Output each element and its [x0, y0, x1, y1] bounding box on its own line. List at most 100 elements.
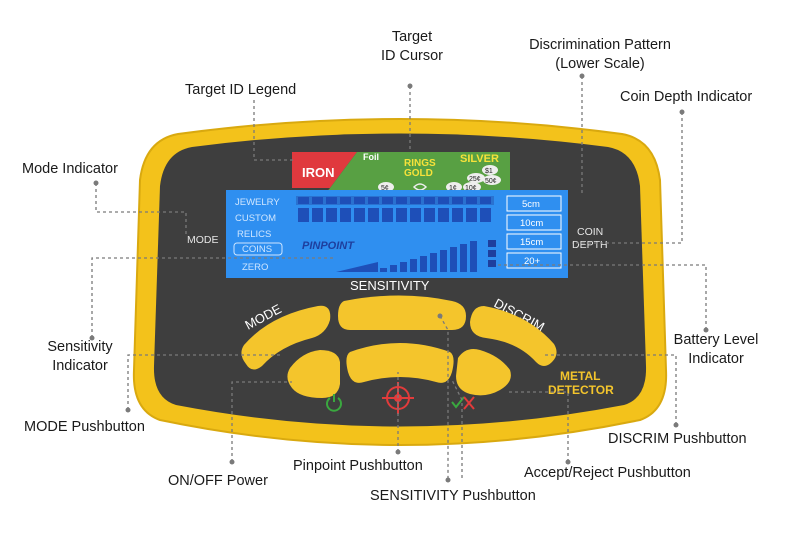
- callout-target-id-cursor: Target ID Cursor: [380, 29, 444, 64]
- discrim-segment-top: [326, 197, 337, 204]
- callout-accept-reject-pushbutton: Accept/Reject Pushbutton: [524, 465, 691, 481]
- iron-text: IRON: [302, 165, 335, 180]
- sensitivity-bar: [470, 241, 477, 272]
- discrim-segment-top: [298, 197, 309, 204]
- discrim-button[interactable]: [470, 306, 557, 366]
- mode-relics: RELICS: [237, 229, 271, 240]
- coin-marker-25c: [467, 173, 485, 183]
- discrim-segment-top: [410, 197, 421, 204]
- discrimination-segments: [296, 196, 494, 205]
- sensitivity-bar: [400, 262, 407, 272]
- sensitivity-wedge: [336, 262, 378, 272]
- callout-coin-depth-indicator: Coin Depth Indicator: [620, 89, 753, 105]
- brand-metal: METAL: [560, 369, 600, 383]
- leader-mode-indicator: [95, 183, 187, 236]
- callout-pinpoint-pushbutton: Pinpoint Pushbutton: [293, 458, 423, 474]
- leader-sensitivity: [91, 257, 336, 338]
- coin-label-1d: $1: [485, 168, 493, 175]
- sensitivity-bar: [450, 247, 457, 272]
- silver-text: SILVER: [460, 153, 499, 165]
- pinpoint-text: PINPOINT: [302, 240, 355, 252]
- coin-marker-1c: [446, 182, 462, 192]
- depth-5cm: 5cm: [522, 199, 540, 210]
- mode-jewelry: JEWELRY: [235, 197, 280, 208]
- battery-indicator: [488, 240, 496, 267]
- depth-box-5cm: [506, 195, 562, 212]
- depth-box-10cm: [506, 214, 562, 231]
- coin-depth-label-2: DEPTH: [572, 239, 608, 251]
- mode-indicator-label: MODE: [187, 234, 219, 246]
- power-icon: [326, 394, 342, 412]
- sensitivity-button[interactable]: [338, 295, 466, 331]
- discrim-segment: [466, 208, 477, 222]
- depth-15cm: 15cm: [520, 237, 543, 248]
- sensitivity-bar: [460, 244, 467, 272]
- discrim-segment-top: [354, 197, 365, 204]
- depth-20: 20+: [524, 256, 541, 267]
- leader-coin-depth: [572, 112, 683, 244]
- callout-onoff-power: ON/OFF Power: [168, 473, 268, 489]
- pinpoint-button[interactable]: [346, 343, 454, 383]
- power-button[interactable]: [287, 350, 340, 398]
- leader-sensitivity-button: [439, 315, 449, 480]
- callout-sensitivity-pushbutton: SENSITIVITY Pushbutton: [370, 488, 536, 504]
- callout-discrimination-pattern: Discrimination Pattern (Lower Scale): [529, 37, 671, 72]
- coin-label-5c: 5¢: [381, 185, 389, 192]
- sensitivity-panel-label: SENSITIVITY: [350, 278, 430, 293]
- discrim-segment: [452, 208, 463, 222]
- discrim-segment: [354, 208, 365, 222]
- mode-button[interactable]: [241, 305, 331, 370]
- discrim-segment: [312, 208, 323, 222]
- discrim-segment: [298, 208, 309, 222]
- depth-box-15cm: [506, 233, 562, 250]
- discrim-segment-top: [396, 197, 407, 204]
- mode-custom: CUSTOM: [235, 213, 276, 224]
- discrim-segment-top: [424, 197, 435, 204]
- callout-battery-level-indicator: Battery Level Indicator: [673, 332, 759, 367]
- rings-text: RINGS: [404, 158, 436, 169]
- discrim-segment: [368, 208, 379, 222]
- coin-label-10c: 10¢: [465, 185, 477, 192]
- mode-coins: COINS: [242, 244, 272, 255]
- leader-accept-reject: [451, 379, 463, 478]
- discrimination-pattern-segments: [298, 197, 491, 222]
- mode-zero: ZERO: [242, 262, 268, 273]
- depth-10cm: 10cm: [520, 218, 543, 229]
- sensitivity-bar: [420, 256, 427, 272]
- coin-marker-5c: [378, 182, 394, 192]
- discrim-segment: [410, 208, 421, 222]
- depth-box-20: [506, 252, 562, 269]
- discrim-segment: [438, 208, 449, 222]
- discrim-segment-top: [340, 197, 351, 204]
- accept-reject-button[interactable]: [456, 349, 511, 396]
- sensitivity-bars: [336, 241, 477, 272]
- callout-sensitivity-indicator: Sensitivity Indicator: [47, 339, 113, 374]
- coin-marker-10c: [463, 182, 481, 192]
- discrim-segment-top: [382, 197, 393, 204]
- discrim-segment: [480, 208, 491, 222]
- discrim-segment: [340, 208, 351, 222]
- sensitivity-bar: [390, 265, 397, 272]
- discrim-segment-top: [438, 197, 449, 204]
- callout-discrim-pushbutton: DISCRIM Pushbutton: [608, 431, 747, 447]
- leader-target-legend: [253, 100, 294, 161]
- discrim-segment-top: [312, 197, 323, 204]
- coin-marker-1d: [482, 165, 498, 175]
- accept-reject-icon: [451, 396, 475, 410]
- sensitivity-bar: [440, 250, 447, 272]
- leader-power: [231, 381, 292, 462]
- leader-battery: [496, 264, 707, 330]
- coin-depth-label-1: COIN: [577, 226, 603, 238]
- brand-detector: DETECTOR: [548, 383, 614, 397]
- callout-target-id-legend: Target ID Legend: [185, 82, 297, 98]
- discrim-segment: [326, 208, 337, 222]
- ring-icon: [412, 183, 428, 191]
- leader-mode-button: [127, 354, 282, 410]
- coin-label-1c: 1¢: [449, 185, 457, 192]
- lcd-mode-panel: [226, 190, 290, 278]
- sensitivity-bar: [410, 259, 417, 272]
- leader-dots: [89, 73, 709, 483]
- coin-markers: 5¢ 1¢ 10¢ 25¢ 50¢ $1: [378, 165, 501, 192]
